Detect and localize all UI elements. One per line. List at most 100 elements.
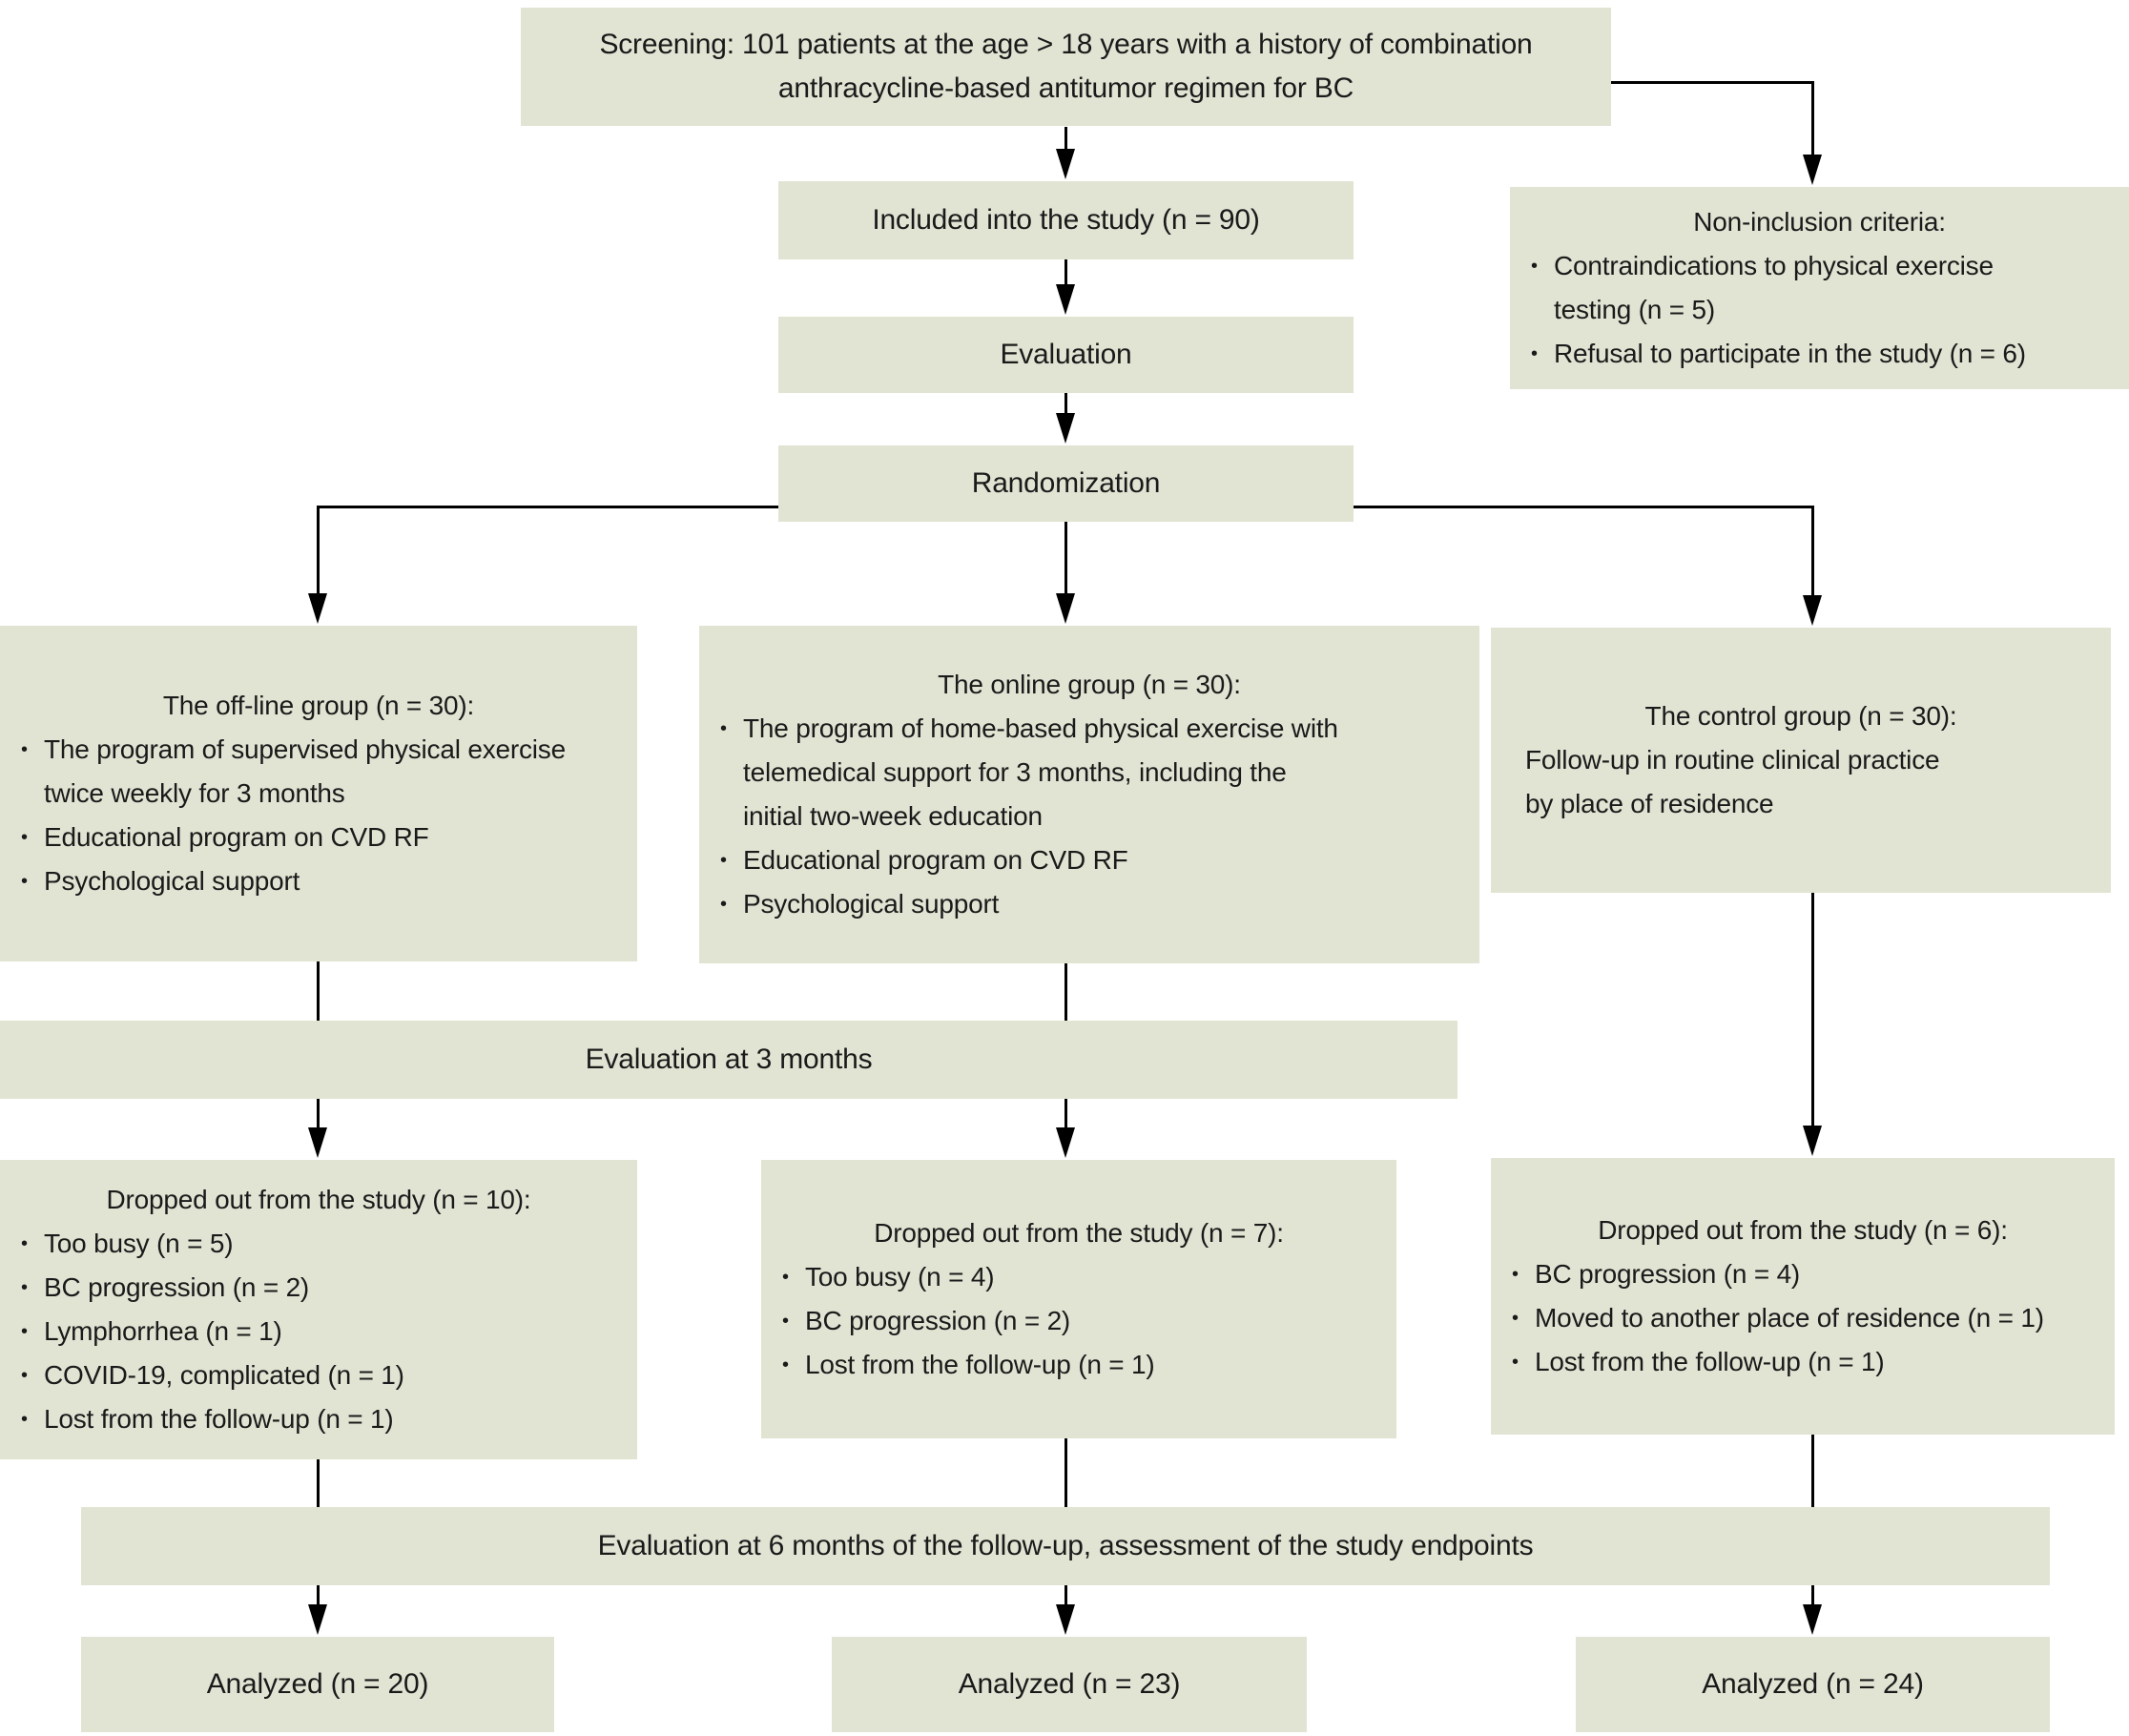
- connector-branch-left-h: [317, 506, 780, 508]
- online-group-title: The online group (n = 30):: [938, 670, 1241, 699]
- bullet-item: •Too busy (n = 5): [15, 1222, 630, 1266]
- bullet-text: BC progression (n = 2): [805, 1306, 1071, 1335]
- connector-branch-mid-v: [1064, 522, 1067, 595]
- bullet-item: • Psychological support: [714, 882, 1472, 926]
- evaluation-box: Evaluation: [778, 317, 1354, 393]
- bullet-text: Too busy (n = 5): [44, 1229, 234, 1258]
- arrowhead-online-group: [1056, 593, 1075, 624]
- bullet-text: The program of supervised physical exerc…: [44, 734, 566, 808]
- bullet-dot-icon: •: [782, 1354, 789, 1375]
- connector-screening-included: [1064, 127, 1067, 155]
- bullet-dot-icon: •: [21, 1277, 28, 1298]
- analyzed-online-box: Analyzed (n = 23): [832, 1637, 1307, 1732]
- bullet-dot-icon: •: [782, 1267, 789, 1288]
- screening-box: Screening: 101 patients at the age > 18 …: [521, 8, 1611, 126]
- dropout-control-bullets: • BC progression (n = 4) • Moved to another…: [1491, 1252, 2115, 1384]
- bullet-dot-icon: •: [720, 850, 727, 871]
- bullet-item: • The program of supervised physical exe…: [15, 728, 630, 816]
- dropout-online-box: Dropped out from the study (n = 7): •Too…: [761, 1160, 1396, 1438]
- bullet-item: •Educational program on CVD RF: [15, 816, 630, 859]
- bullet-dot-icon: •: [21, 1321, 28, 1342]
- randomization-box: Randomization: [778, 445, 1354, 522]
- bullet-item: • Too busy (n = 4): [776, 1255, 1389, 1299]
- bullet-text: Lost from the follow-up (n = 1): [805, 1350, 1155, 1379]
- evaluation-6m-box: Evaluation at 6 months of the follow-up,…: [81, 1507, 2050, 1585]
- bullet-dot-icon: •: [1531, 256, 1538, 277]
- bullet-item: • COVID-19, complicated (n = 1): [15, 1354, 630, 1397]
- bullet-item: •BC progression (n = 2): [776, 1299, 1389, 1343]
- analyzed-online-text: Analyzed (n = 23): [958, 1668, 1181, 1700]
- arrowhead-dropout-offline: [308, 1127, 327, 1158]
- non-inclusion-bullets: •Contraindications to physical exercise …: [1510, 244, 2129, 376]
- analyzed-offline-box: Analyzed (n = 20): [81, 1637, 554, 1732]
- connector-branch-right-v: [1811, 506, 1814, 597]
- arrowhead-randomization: [1056, 413, 1075, 444]
- offline-group-box: The off-line group (n = 30): • The progr…: [0, 626, 637, 961]
- control-group-box: The control group (n = 30): Follow-up in…: [1491, 628, 2111, 893]
- connector-control-dropout: [1811, 893, 1814, 1127]
- bullet-text: Lymphorrhea (n = 1): [44, 1316, 282, 1346]
- bullet-dot-icon: •: [21, 739, 28, 760]
- bullet-dot-icon: •: [21, 1365, 28, 1386]
- bullet-item: • BC progression (n = 4): [1506, 1252, 2107, 1296]
- bullet-text: Educational program on CVD RF: [743, 845, 1128, 875]
- bullet-dot-icon: •: [21, 871, 28, 892]
- connector-screening-noninclusion-h: [1611, 81, 1813, 84]
- offline-group-title: The off-line group (n = 30):: [162, 691, 475, 720]
- bullet-item: •Contraindications to physical exercise …: [1525, 244, 2121, 332]
- included-text: Included into the study (n = 90): [872, 204, 1260, 236]
- bullet-text: Educational program on CVD RF: [44, 822, 429, 852]
- arrowhead-dropout-online: [1056, 1127, 1075, 1158]
- bullet-text: BC progression (n = 4): [1535, 1259, 1801, 1289]
- bullet-dot-icon: •: [1512, 1352, 1519, 1373]
- control-group-title: The control group (n = 30):: [1644, 701, 1957, 731]
- bullet-text: The program of home-based physical exerc…: [743, 713, 1338, 831]
- bullet-dot-icon: •: [21, 1409, 28, 1430]
- dropout-online-bullets: •Too busy (n = 4)•BC progression (n = 2)…: [761, 1255, 1396, 1387]
- bullet-text: Lost from the follow-up (n = 1): [44, 1404, 394, 1434]
- bullet-text: BC progression (n = 2): [44, 1272, 310, 1302]
- connector-evaluation-randomization: [1064, 393, 1067, 416]
- non-inclusion-title: Non-inclusion criteria:: [1693, 207, 1946, 237]
- analyzed-control-box: Analyzed (n = 24): [1576, 1637, 2050, 1732]
- bullet-text: Psychological support: [44, 866, 300, 896]
- dropout-control-box: Dropped out from the study (n = 6): • BC …: [1491, 1158, 2115, 1435]
- bullet-text: Psychological support: [743, 889, 1000, 919]
- bullet-item: •The program of home-based physical exer…: [714, 707, 1472, 838]
- evaluation-6m-text: Evaluation at 6 months of the follow-up,…: [597, 1530, 1534, 1561]
- bullet-dot-icon: •: [1531, 343, 1538, 364]
- online-group-bullets: • The program of home-based physical exer…: [699, 707, 1479, 926]
- bullet-dot-icon: •: [720, 894, 727, 915]
- bullet-item: • Lost from the follow-up (n = 1): [1506, 1340, 2107, 1384]
- dropout-offline-bullets: •Too busy (n = 5)•BC progression (n = 2)…: [0, 1222, 637, 1441]
- connector-screening-noninclusion-v: [1811, 81, 1814, 155]
- arrowhead-analyzed-control: [1803, 1604, 1822, 1635]
- bullet-item: • BC progression (n = 2): [15, 1266, 630, 1310]
- arrowhead-analyzed-online: [1056, 1604, 1075, 1635]
- evaluation-text: Evaluation: [1000, 339, 1132, 370]
- bullet-dot-icon: •: [1512, 1308, 1519, 1329]
- bullet-text: COVID-19, complicated (n = 1): [44, 1360, 404, 1390]
- bullet-text: Too busy (n = 4): [805, 1262, 995, 1292]
- bullet-text: Lost from the follow-up (n = 1): [1535, 1347, 1885, 1376]
- arrowhead-noninclusion: [1803, 155, 1822, 185]
- bullet-item: • Moved to another place of residence (n …: [1506, 1296, 2107, 1340]
- bullet-dot-icon: •: [1512, 1264, 1519, 1285]
- arrowhead-offline-group: [308, 593, 327, 624]
- bullet-text: Moved to another place of residence (n =…: [1535, 1303, 2044, 1333]
- bullet-item: • Psychological support: [15, 859, 630, 903]
- arrowhead-screening-included: [1056, 149, 1075, 179]
- dropout-offline-title: Dropped out from the study (n = 10):: [106, 1185, 531, 1214]
- evaluation-3m-box: Evaluation at 3 months: [0, 1021, 1457, 1099]
- screening-text: Screening: 101 patients at the age > 18 …: [599, 29, 1533, 104]
- included-box: Included into the study (n = 90): [778, 181, 1354, 259]
- bullet-item: •Refusal to participate in the study (n …: [1525, 332, 2121, 376]
- analyzed-offline-text: Analyzed (n = 20): [206, 1668, 429, 1700]
- randomization-text: Randomization: [971, 467, 1161, 499]
- connector-included-evaluation: [1064, 259, 1067, 286]
- bullet-item: • Lost from the follow-up (n = 1): [15, 1397, 630, 1441]
- dropout-control-title: Dropped out from the study (n = 6):: [1598, 1215, 2008, 1245]
- control-group-text: Follow-up in routine clinical practice b…: [1525, 745, 1940, 818]
- online-group-box: The online group (n = 30): • The program …: [699, 626, 1479, 963]
